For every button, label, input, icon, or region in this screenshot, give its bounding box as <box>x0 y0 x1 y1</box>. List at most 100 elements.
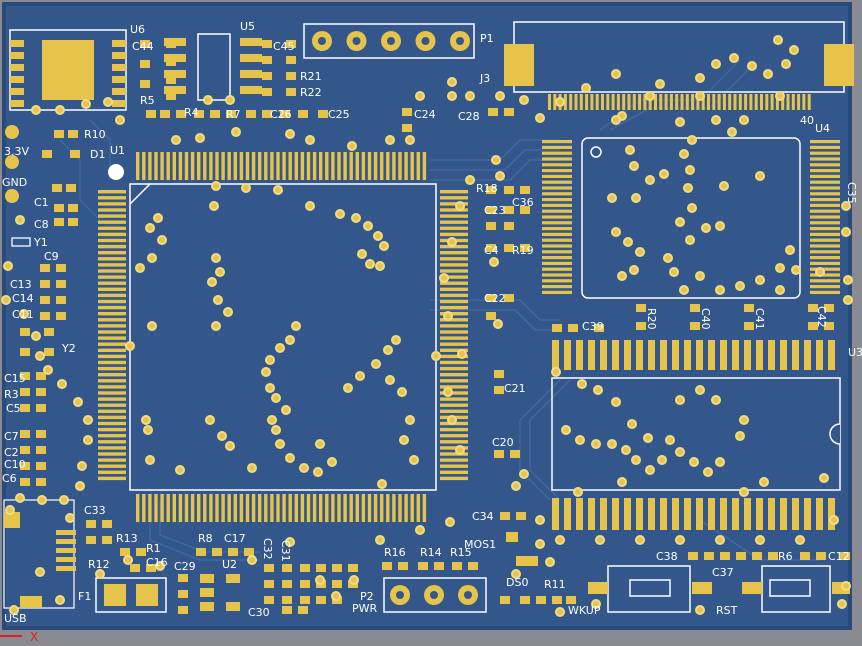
nand-pin <box>552 340 559 370</box>
label-c36: C36 <box>512 196 534 209</box>
via <box>57 379 67 389</box>
via <box>31 331 41 341</box>
sdram-pin <box>542 221 572 225</box>
sdram-pin <box>810 290 840 294</box>
mcu-pin <box>98 421 126 426</box>
label-c6: C6 <box>2 472 17 485</box>
via <box>711 395 721 405</box>
mcu-pin <box>98 330 126 334</box>
label-r16: R16 <box>384 546 406 559</box>
via <box>153 213 163 223</box>
smd-pad <box>194 110 204 118</box>
via <box>357 249 367 259</box>
sdram-pin <box>810 215 840 219</box>
label-u4: U4 <box>815 122 830 135</box>
nand-pin <box>780 498 787 530</box>
via <box>335 209 345 219</box>
label-c31: C31 <box>279 540 292 562</box>
via <box>623 237 633 247</box>
label-r21: R21 <box>300 70 322 83</box>
via <box>261 367 271 377</box>
via <box>271 393 281 403</box>
sdram-pin <box>542 215 572 219</box>
sdram-pin <box>810 279 840 283</box>
mcu-pin <box>184 152 189 180</box>
usb-pin <box>56 530 76 535</box>
via <box>645 175 655 185</box>
smd-pad <box>36 430 46 438</box>
mcu-pin <box>440 379 468 383</box>
nand-pin <box>768 340 775 370</box>
fpc-pin <box>622 94 626 110</box>
sdram-pin <box>542 180 572 184</box>
mcu-pin <box>227 152 231 180</box>
smd-pad <box>752 552 762 560</box>
mcu-pin <box>98 275 126 279</box>
fpc-pin <box>760 94 763 110</box>
via <box>247 463 257 473</box>
smd-pad <box>52 184 62 192</box>
mcu-pin <box>440 214 468 218</box>
fpc-pin <box>701 94 705 110</box>
via <box>225 441 235 451</box>
mcu-pin <box>325 494 329 522</box>
via <box>285 453 295 463</box>
mcu-pin <box>440 281 468 285</box>
mcu-pin <box>410 494 414 522</box>
smd-pad <box>40 280 50 288</box>
header-pin-hole <box>430 591 438 599</box>
sdram-pin <box>542 250 572 254</box>
sdram-pin <box>542 279 572 283</box>
nand-pin <box>732 498 739 530</box>
fpc-pin <box>595 94 599 110</box>
smd-pad <box>68 130 78 138</box>
usb-shield-pad <box>20 596 42 608</box>
smd-pad <box>36 462 46 470</box>
label-c20: C20 <box>492 436 514 449</box>
mcu-pin <box>98 336 126 340</box>
smd-pad <box>136 548 146 556</box>
via <box>55 105 65 115</box>
sdram-pin <box>810 238 840 242</box>
sdram-pin <box>542 256 572 260</box>
p1-header-pins <box>312 31 470 51</box>
via <box>331 591 341 601</box>
mcu-pin <box>98 360 126 365</box>
mcu-pin <box>148 494 152 522</box>
mcu-pin <box>440 196 468 200</box>
sdram-pin <box>542 238 572 242</box>
sdram-pin <box>542 227 572 231</box>
smd-pad <box>54 218 64 226</box>
smd-pad <box>40 264 50 272</box>
smd-pad <box>86 536 96 544</box>
via <box>267 415 277 425</box>
via <box>775 91 785 101</box>
via <box>15 215 25 225</box>
via <box>211 181 221 191</box>
smd-pad <box>262 88 272 96</box>
mcu-pin <box>98 476 126 481</box>
fpc-pin <box>664 94 668 110</box>
via <box>837 599 847 609</box>
smd-pad <box>510 450 520 458</box>
mcu-pin <box>319 152 323 180</box>
nand-pin <box>720 498 727 530</box>
via <box>617 271 627 281</box>
mcu-pin <box>440 385 468 389</box>
smd-pad <box>552 324 562 332</box>
smd-pad <box>494 450 504 458</box>
label-c14: C14 <box>12 292 34 305</box>
u6-pin <box>10 76 24 83</box>
mcu-pin <box>154 152 158 180</box>
f1-outline <box>95 577 167 613</box>
smd-pad <box>808 322 818 330</box>
mcu-pin <box>440 208 468 212</box>
via <box>405 415 415 425</box>
header-pin-hole <box>464 591 472 599</box>
mcu-pin <box>337 494 341 522</box>
via <box>115 115 125 125</box>
sdram-pin <box>542 192 572 196</box>
sdram-pin <box>810 163 840 167</box>
header-pin-hole <box>456 37 464 45</box>
sdram-pins-right <box>810 140 840 294</box>
